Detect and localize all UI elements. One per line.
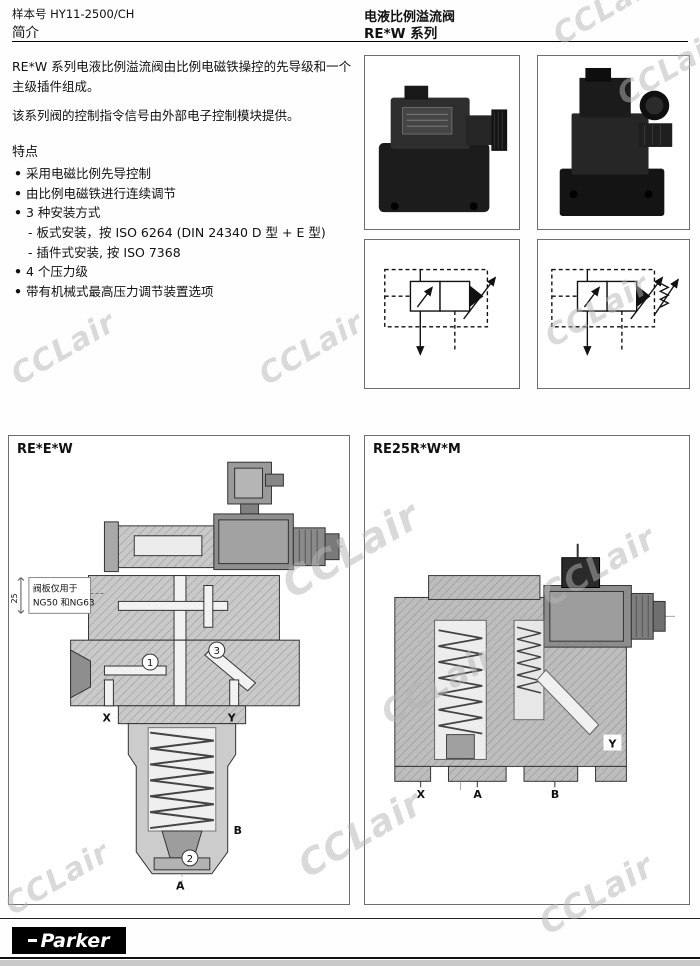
port-label-x: X	[417, 788, 426, 801]
watermark: CCLair	[253, 305, 370, 393]
brand-text: Parker	[40, 929, 110, 952]
callout-note-line1: 阀板仅用于	[33, 582, 78, 594]
page-title: 电液比例溢流阀	[364, 10, 456, 25]
product-photo-frame-1	[364, 55, 520, 230]
diagram-label-left: RE*E*W	[17, 442, 73, 457]
item-callout-1: 1	[147, 658, 153, 669]
port-label-a: A	[473, 788, 482, 801]
feature-subitem: - 插件式安装, 按 ISO 7368	[28, 244, 181, 260]
feature-text: 由比例电磁铁进行连续调节	[26, 185, 177, 201]
cross-section-left: 1 3 2 X Y B A 阀板仅用于 NG50 和NG63 25	[10, 461, 344, 893]
cross-section-right: X A B Y	[394, 543, 676, 801]
feature-text: 4 个压力级	[26, 264, 88, 280]
feature-text: 带有机械式最高压力调节装置选项	[26, 283, 214, 299]
product-photo-2	[559, 67, 673, 217]
features-heading: 特点	[12, 145, 39, 160]
hydraulic-symbol-2	[551, 268, 679, 356]
intro-paragraph-1: RE*W 系列电液比例溢流阀由比例电磁铁操控的先导级和一个主级插件组成。	[12, 59, 352, 94]
port-label-y: Y	[227, 712, 237, 725]
feature-item: 3 种安装方式 - 板式安装，按 ISO 6264 (DIN 24340 D 型…	[13, 203, 357, 262]
feature-item: 带有机械式最高压力调节装置选项	[13, 282, 357, 302]
header-divider	[12, 41, 688, 42]
port-label-y: Y	[608, 738, 618, 751]
port-label-b: B	[234, 824, 242, 837]
parker-logo: Parker	[12, 927, 126, 954]
features-list: 采用电磁比例先导控制 由比例电磁铁进行连续调节 3 种安装方式 - 板式安装，按…	[13, 164, 357, 301]
dimension-label: 25	[10, 593, 19, 603]
section-title: 简介	[12, 25, 39, 41]
diagram-frame-left: RE*E*W	[8, 435, 350, 905]
feature-text: 采用电磁比例先导控制	[26, 166, 152, 181]
hydraulic-symbol-1	[384, 268, 497, 356]
footer-divider-bottom	[0, 957, 700, 959]
intro-paragraph-2: 该系列阀的控制指令信号由外部电子控制模块提供。	[12, 108, 300, 123]
port-label-x: X	[102, 712, 111, 725]
diagram-label-right: RE25R*W*M	[373, 442, 461, 457]
series-title: RE*W 系列	[364, 26, 438, 42]
item-callout-2: 2	[187, 854, 193, 865]
port-label-b: B	[551, 788, 559, 801]
feature-subitem: - 板式安装，按 ISO 6264 (DIN 24340 D 型 + E 型)	[28, 224, 326, 240]
parker-logo-line	[28, 939, 38, 942]
symbol-frame-2	[537, 239, 690, 389]
feature-item: 由比例电磁铁进行连续调节	[13, 184, 357, 204]
diagram-frame-right: RE25R*W*M	[364, 435, 690, 905]
doc-number: 样本号 HY11-2500/CH	[12, 7, 135, 21]
product-photo-1	[378, 85, 508, 213]
intro-text: RE*W 系列电液比例溢流阀由比例电磁铁操控的先导级和一个主级插件组成。 该系列…	[12, 57, 356, 126]
port-label-a: A	[176, 880, 185, 893]
feature-item: 采用电磁比例先导控制	[13, 164, 357, 184]
feature-item: 4 个压力级	[13, 262, 357, 282]
feature-text: 3 种安装方式	[26, 205, 101, 221]
footer-divider-top	[0, 918, 700, 919]
watermark: CCLair	[547, 0, 664, 53]
product-photo-frame-2	[537, 55, 690, 230]
watermark: CCLair	[5, 305, 122, 393]
callout-note-line2: NG50 和NG63	[33, 597, 95, 608]
page-edge-strip	[0, 960, 700, 966]
symbol-frame-1	[364, 239, 520, 389]
item-callout-3: 3	[214, 646, 220, 657]
